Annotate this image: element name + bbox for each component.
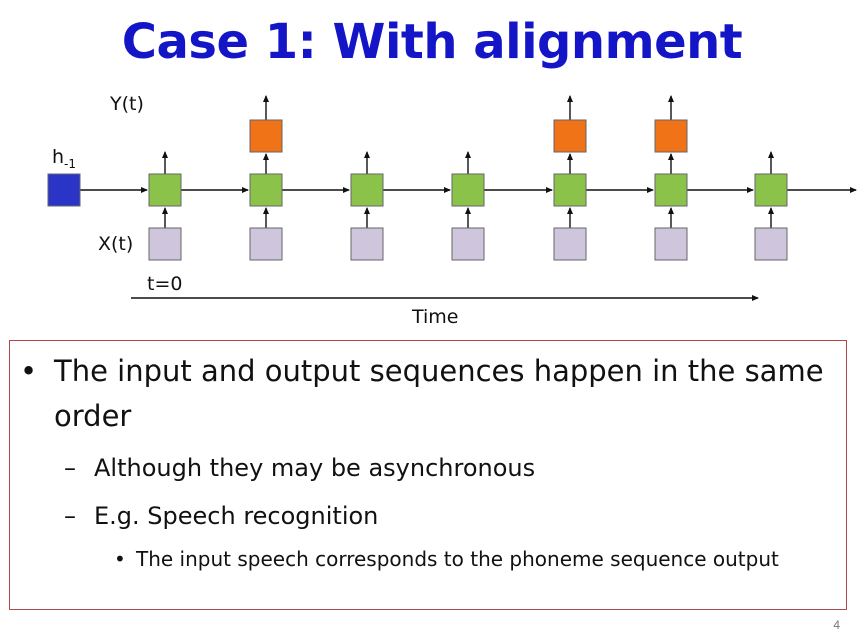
sub-bullet-text: E.g. Speech recognition (94, 502, 379, 530)
time-axis-label: Time (411, 306, 459, 328)
bullet-main: • The input and output sequences happen … (20, 349, 824, 433)
sub-bullet-text: Although they may be asynchronous (94, 454, 536, 482)
bullet-main-line1: The input and output sequences happen in… (54, 354, 824, 388)
sub-bullet-example: –E.g. Speech recognition (64, 501, 378, 531)
input-block (249, 227, 283, 261)
output-block (249, 119, 283, 153)
bullet-main-text: The input and output sequences happen in… (54, 349, 824, 439)
initial-state-label-sub: -1 (64, 157, 76, 171)
output-block (654, 119, 688, 153)
initial-state-label: h-1 (52, 146, 76, 171)
bullet-dot: • (114, 547, 126, 571)
input-block (754, 227, 788, 261)
subsub-bullet-phoneme: • The input speech corresponds to the pho… (114, 546, 779, 572)
output-label: Y(t) (109, 93, 144, 115)
hidden-state-block (451, 173, 485, 207)
bullet-panel: • The input and output sequences happen … (9, 340, 847, 610)
start-time-label: t=0 (147, 273, 182, 295)
hidden-state-block (654, 173, 688, 207)
hidden-state-block (249, 173, 283, 207)
initial-state-label-main: h (52, 146, 64, 168)
slide-title: Case 1: With alignment (121, 14, 743, 70)
hidden-state-block (350, 173, 384, 207)
input-block (350, 227, 384, 261)
subsub-bullet-text: The input speech corresponds to the phon… (136, 547, 779, 571)
hidden-state-block (754, 173, 788, 207)
dash-marker: – (64, 454, 76, 482)
bullet-dot: • (20, 354, 38, 388)
input-block (451, 227, 485, 261)
hidden-state-block (553, 173, 587, 207)
sub-bullet-asynchronous: –Although they may be asynchronous (64, 453, 535, 483)
input-label: X(t) (98, 233, 133, 255)
hidden-state-block (148, 173, 182, 207)
dash-marker: – (64, 502, 76, 530)
rnn-alignment-diagram: Y(t) X(t) h-1 t=0 Time (47, 93, 857, 328)
initial-state-block (47, 173, 81, 207)
bullet-main-line2: order (54, 399, 132, 433)
input-block (654, 227, 688, 261)
input-block (553, 227, 587, 261)
page-number: 4 (833, 618, 840, 632)
output-block (553, 119, 587, 153)
input-block (148, 227, 182, 261)
